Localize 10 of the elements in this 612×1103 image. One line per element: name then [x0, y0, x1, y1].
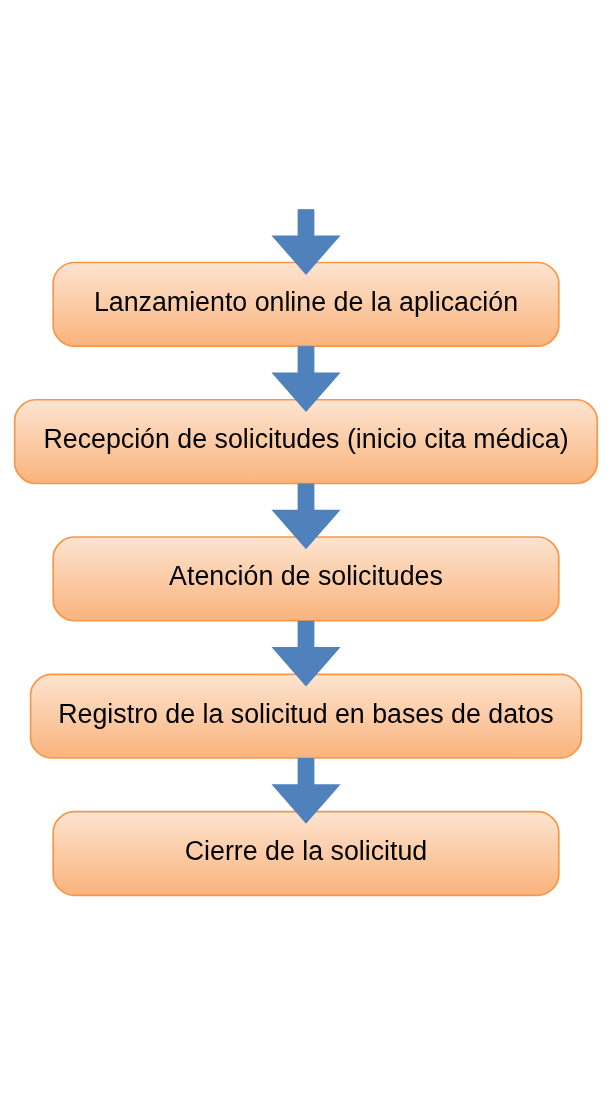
arrow [271, 346, 341, 413]
node-box: Registro de la solicitud en bases de datos [29, 673, 583, 759]
arrow [271, 758, 341, 824]
arrow [271, 620, 341, 687]
arrow [271, 483, 341, 550]
arrow [271, 209, 341, 275]
node-box: Lanzamiento online de la aplicación [52, 261, 560, 347]
node-box: Atención de solicitudes [52, 536, 560, 622]
node-box: Recepción de solicitudes (inicio cita médica) [13, 398, 599, 485]
node-box: Cierre de la solicitud [52, 810, 560, 897]
